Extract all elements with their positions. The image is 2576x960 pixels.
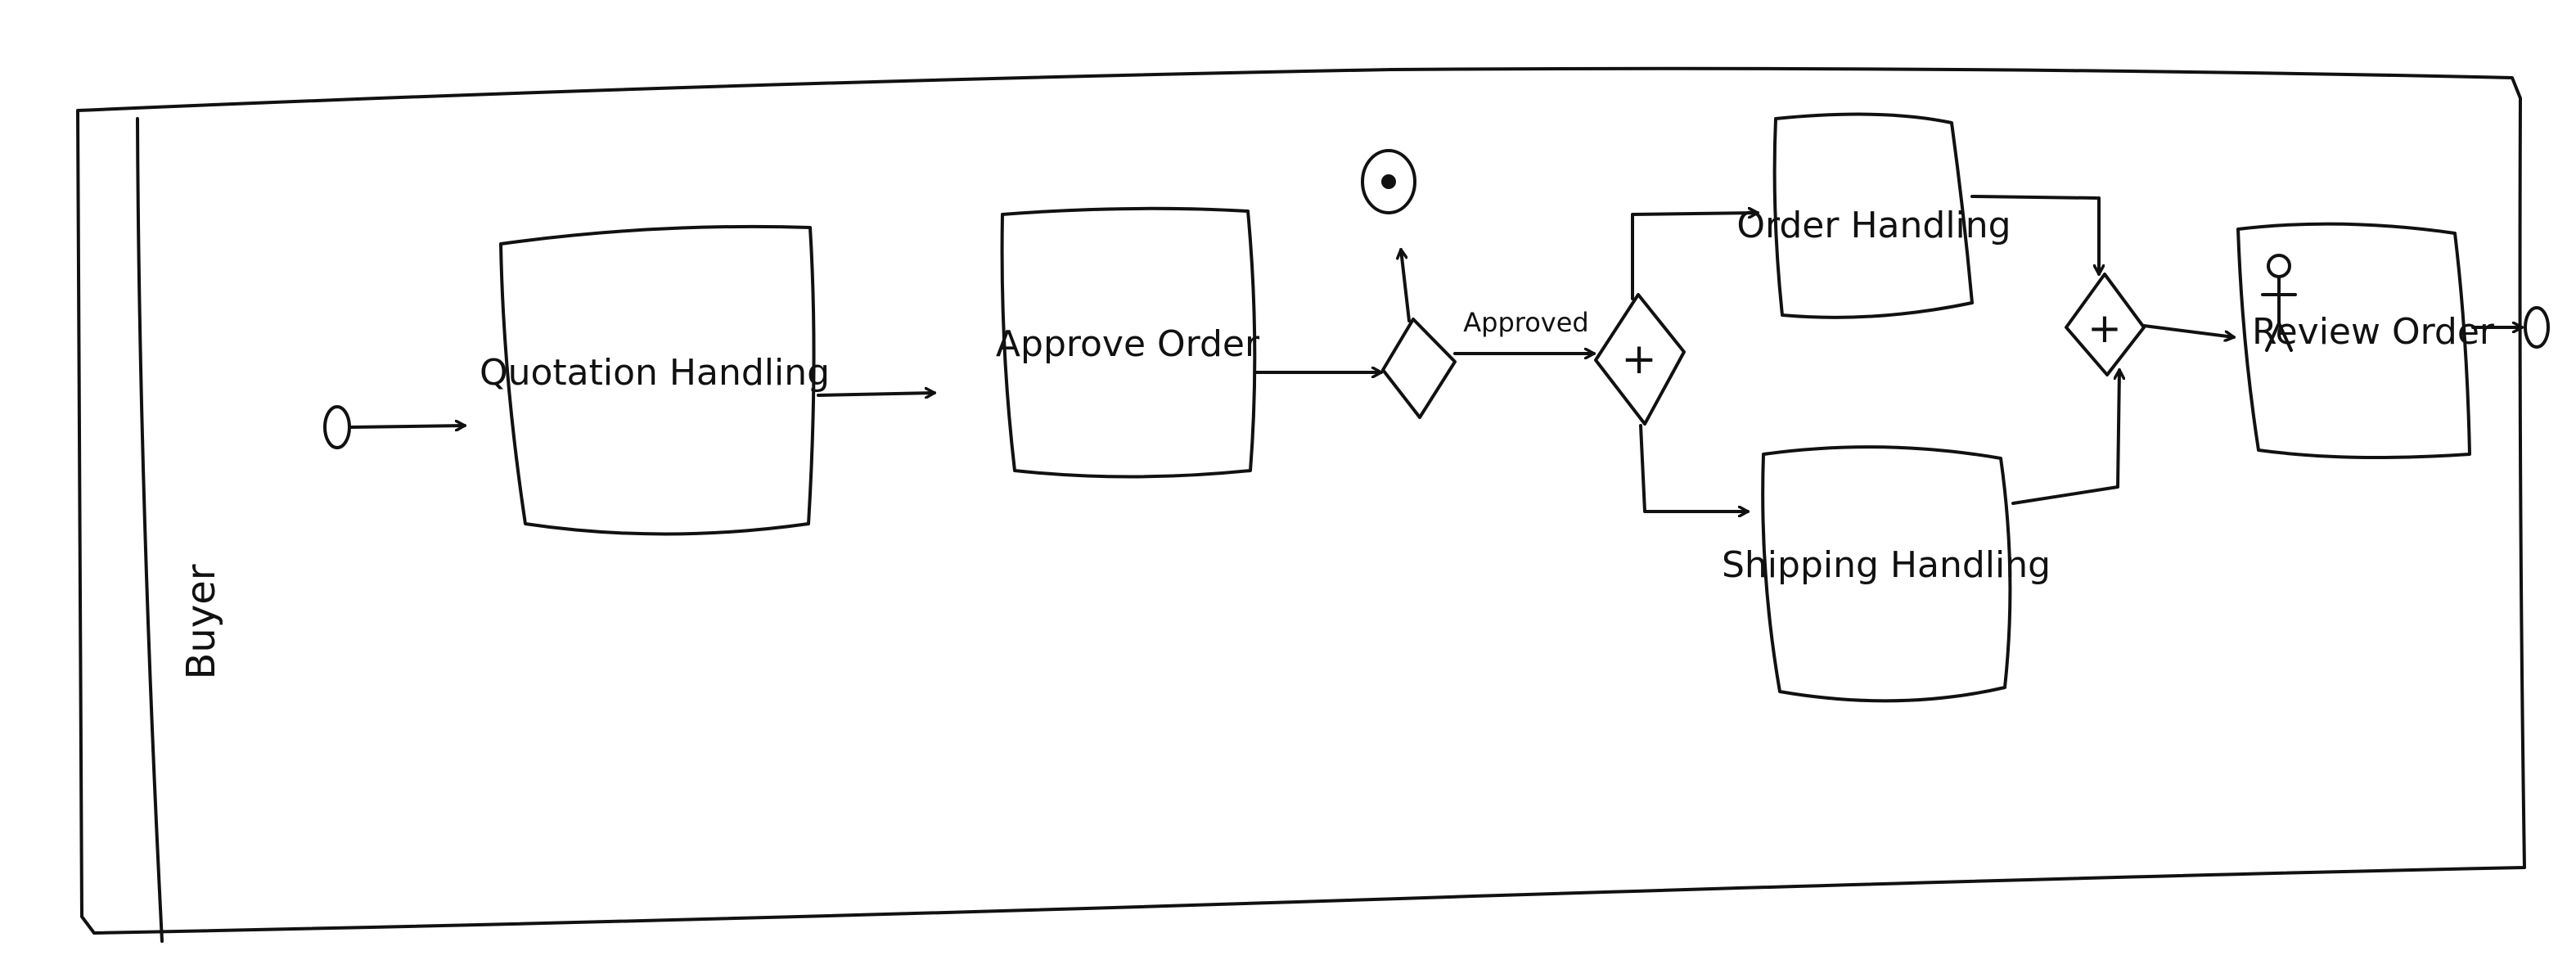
parallel-gateway-join[interactable]: +	[2065, 273, 2146, 376]
task-label: Quotation Handling	[480, 352, 830, 394]
exclusive-gateway[interactable]	[1381, 318, 1457, 419]
task-label: Approve Order	[996, 323, 1260, 365]
flow-label-approved: Approved	[1463, 307, 1588, 338]
flow-split-to-shipping	[1639, 424, 1750, 512]
task-shipping-handling[interactable]: Shipping Handling	[1722, 445, 2051, 703]
pool-border	[76, 66, 2526, 935]
task-label: Review Order	[2252, 311, 2495, 353]
parallel-gateway-split[interactable]: +	[1594, 293, 1686, 426]
gateway-symbol: +	[1621, 335, 1657, 384]
flow-join-to-review	[2142, 324, 2236, 337]
start-event[interactable]	[323, 405, 351, 449]
task-order-handling[interactable]: Order Handling	[1736, 112, 2011, 319]
flow-order-to-join	[1970, 195, 2099, 276]
flow-shipping-to-join	[2011, 368, 2119, 505]
lane-divider	[136, 117, 164, 943]
lane-label: Buyer	[178, 564, 224, 679]
flow-split-to-order	[1631, 213, 1759, 300]
gateway-symbol: +	[2087, 304, 2122, 352]
task-quotation-handling[interactable]: Quotation Handling	[480, 224, 830, 536]
flow-gateway-to-end-top	[1401, 248, 1411, 322]
task-approve-order[interactable]: Approve Order	[996, 206, 1260, 479]
flow-start-to-quotation	[349, 426, 466, 427]
task-label: Order Handling	[1736, 205, 2011, 246]
end-event-top[interactable]	[1361, 149, 1416, 214]
user-task-icon	[2261, 254, 2297, 352]
end-event-final[interactable]	[2524, 306, 2550, 349]
task-label: Shipping Handling	[1722, 544, 2051, 586]
flow-quotation-to-approve	[817, 393, 936, 395]
task-review-order[interactable]: Review Order	[2236, 222, 2495, 459]
